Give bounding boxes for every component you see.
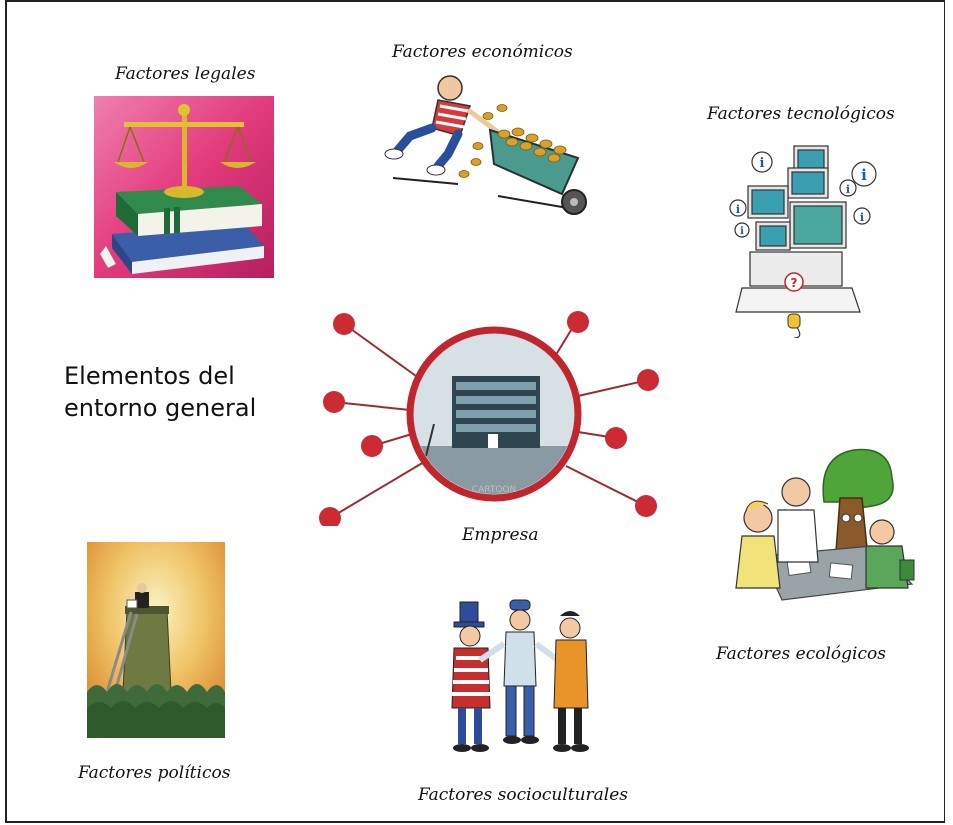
wheelbarrow-coins-illustration [384, 75, 587, 215]
label-factores-politicos: Factores políticos [78, 763, 231, 783]
svg-text:i: i [736, 203, 740, 216]
hub-connectors [329, 321, 649, 519]
svg-text:i: i [846, 183, 850, 196]
node-dot [605, 427, 627, 449]
label-empresa: Empresa [462, 525, 539, 545]
label-factores-socioculturales: Factores socioculturales [418, 785, 629, 805]
title-line-1: Elementos del [64, 362, 235, 390]
connector-line [343, 323, 417, 377]
node-dot [637, 369, 659, 391]
hub-watermark: CARTOON [472, 485, 516, 495]
hub-nodes [319, 311, 659, 526]
empresa-hub-diagram: CARTOON [319, 311, 659, 526]
connector-line [565, 465, 647, 507]
legal-scales-books-illustration [94, 96, 274, 278]
label-factores-economicos: Factores económicos [392, 42, 573, 62]
ecology-meeting-illustration [735, 448, 915, 601]
node-dot [635, 495, 657, 517]
svg-text:i: i [861, 166, 867, 184]
svg-text:?: ? [791, 276, 798, 290]
node-dot [323, 391, 345, 413]
connector-line [329, 461, 425, 519]
sociocultural-people-illustration [451, 599, 589, 752]
svg-text:i: i [860, 211, 864, 224]
connector-line [333, 401, 411, 411]
empresa-hub-circle: CARTOON [406, 326, 582, 502]
label-factores-legales: Factores legales [115, 64, 256, 84]
label-factores-tecnologicos: Factores tecnológicos [707, 104, 895, 124]
title-line-2: entorno general [64, 394, 257, 422]
connector-line [577, 379, 649, 397]
node-dot [361, 435, 383, 457]
svg-text:i: i [760, 156, 765, 171]
node-dot [319, 507, 341, 526]
node-dot [567, 311, 589, 333]
computers-network-illustration: ii ii ii ? [729, 145, 877, 338]
label-factores-ecologicos: Factores ecológicos [716, 644, 886, 664]
diagram-title: Elementos del entorno general [64, 360, 256, 424]
political-tower-illustration [87, 542, 225, 738]
node-dot [333, 313, 355, 335]
svg-text:i: i [740, 226, 744, 237]
